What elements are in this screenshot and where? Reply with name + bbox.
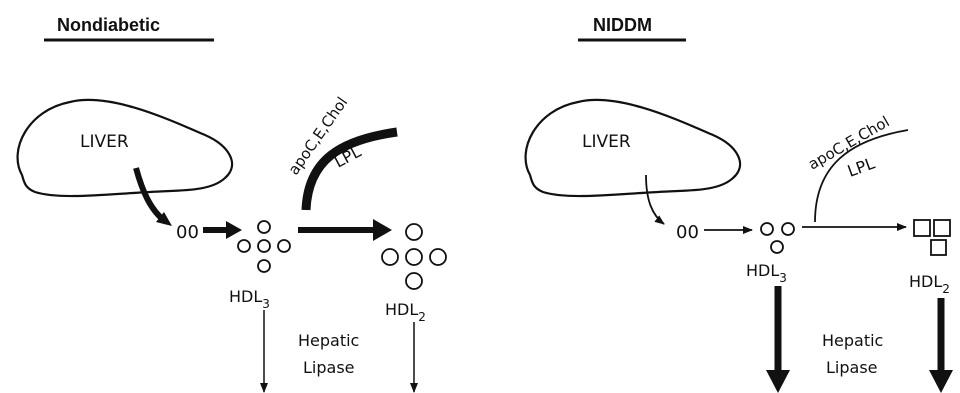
hepatic-lipase-label-line2: Lipase <box>826 358 878 377</box>
hepatic-lipase-label-line1: Hepatic <box>298 331 359 350</box>
hdl2-particle <box>405 272 423 290</box>
hdl3-particle <box>760 222 774 236</box>
hdl3-label: HDL3 <box>229 287 270 311</box>
lpl-label: LPL <box>845 153 877 180</box>
lpl-curved-arrow <box>814 129 909 223</box>
hdl3-particles <box>237 220 291 273</box>
hdl2-particle <box>933 219 951 237</box>
nascent-hdl-label: 00 <box>676 222 699 243</box>
hdl2-particles <box>913 219 951 256</box>
hdl2-particle <box>429 248 447 266</box>
nascent-to-hdl3-arrowhead <box>226 221 242 239</box>
panel-nondiabetic: Nondiabetic LIVER 00 HDL3 apoC,E,Chol LP… <box>16 15 447 393</box>
liver-shape <box>16 98 234 198</box>
liver-secretion-arrowhead <box>156 212 172 226</box>
hdl2-label: HDL2 <box>385 300 426 324</box>
liver-shape <box>524 98 742 198</box>
hdl3-particle <box>257 239 271 253</box>
hdl3-particle <box>257 259 271 273</box>
hdl3-particle <box>237 239 251 253</box>
panel-niddm: NIDDM LIVER 00 HDL3 apoC,E,Chol LPL HDL2 <box>524 15 953 393</box>
hdl2-particle <box>405 223 423 241</box>
hdl2-particle <box>381 248 399 266</box>
hdl3-particle <box>781 222 795 236</box>
hdl3-particles <box>760 222 795 254</box>
hdl3-label: HDL3 <box>746 261 787 285</box>
hepatic-lipase-label-line2: Lipase <box>303 358 355 377</box>
nascent-hdl-label: 00 <box>176 222 199 243</box>
liver-label: LIVER <box>582 132 631 152</box>
hdl3-particle <box>277 239 291 253</box>
hepatic-lipase-label-line1: Hepatic <box>822 331 883 350</box>
liver-secretion-arrow <box>133 167 168 225</box>
hdl3-hepatic-arrowhead <box>766 370 790 393</box>
hdl3-particle <box>770 240 784 254</box>
hdl3-to-hdl2-arrowhead <box>373 219 392 241</box>
panel-title-niddm: NIDDM <box>593 15 652 35</box>
panel-title-nondiabetic: Nondiabetic <box>57 15 160 35</box>
hdl2-particle <box>913 219 931 237</box>
hdl2-particles <box>381 223 447 290</box>
lpl-curved-arrow <box>301 127 398 211</box>
hdl2-hepatic-arrowhead <box>929 370 953 393</box>
hdl2-particle <box>405 248 423 266</box>
hdl2-label: HDL2 <box>909 272 950 296</box>
hdl2-particle <box>930 239 947 256</box>
liver-secretion-arrow <box>645 174 665 225</box>
liver-label: LIVER <box>80 132 129 152</box>
hdl3-particle <box>257 220 271 234</box>
